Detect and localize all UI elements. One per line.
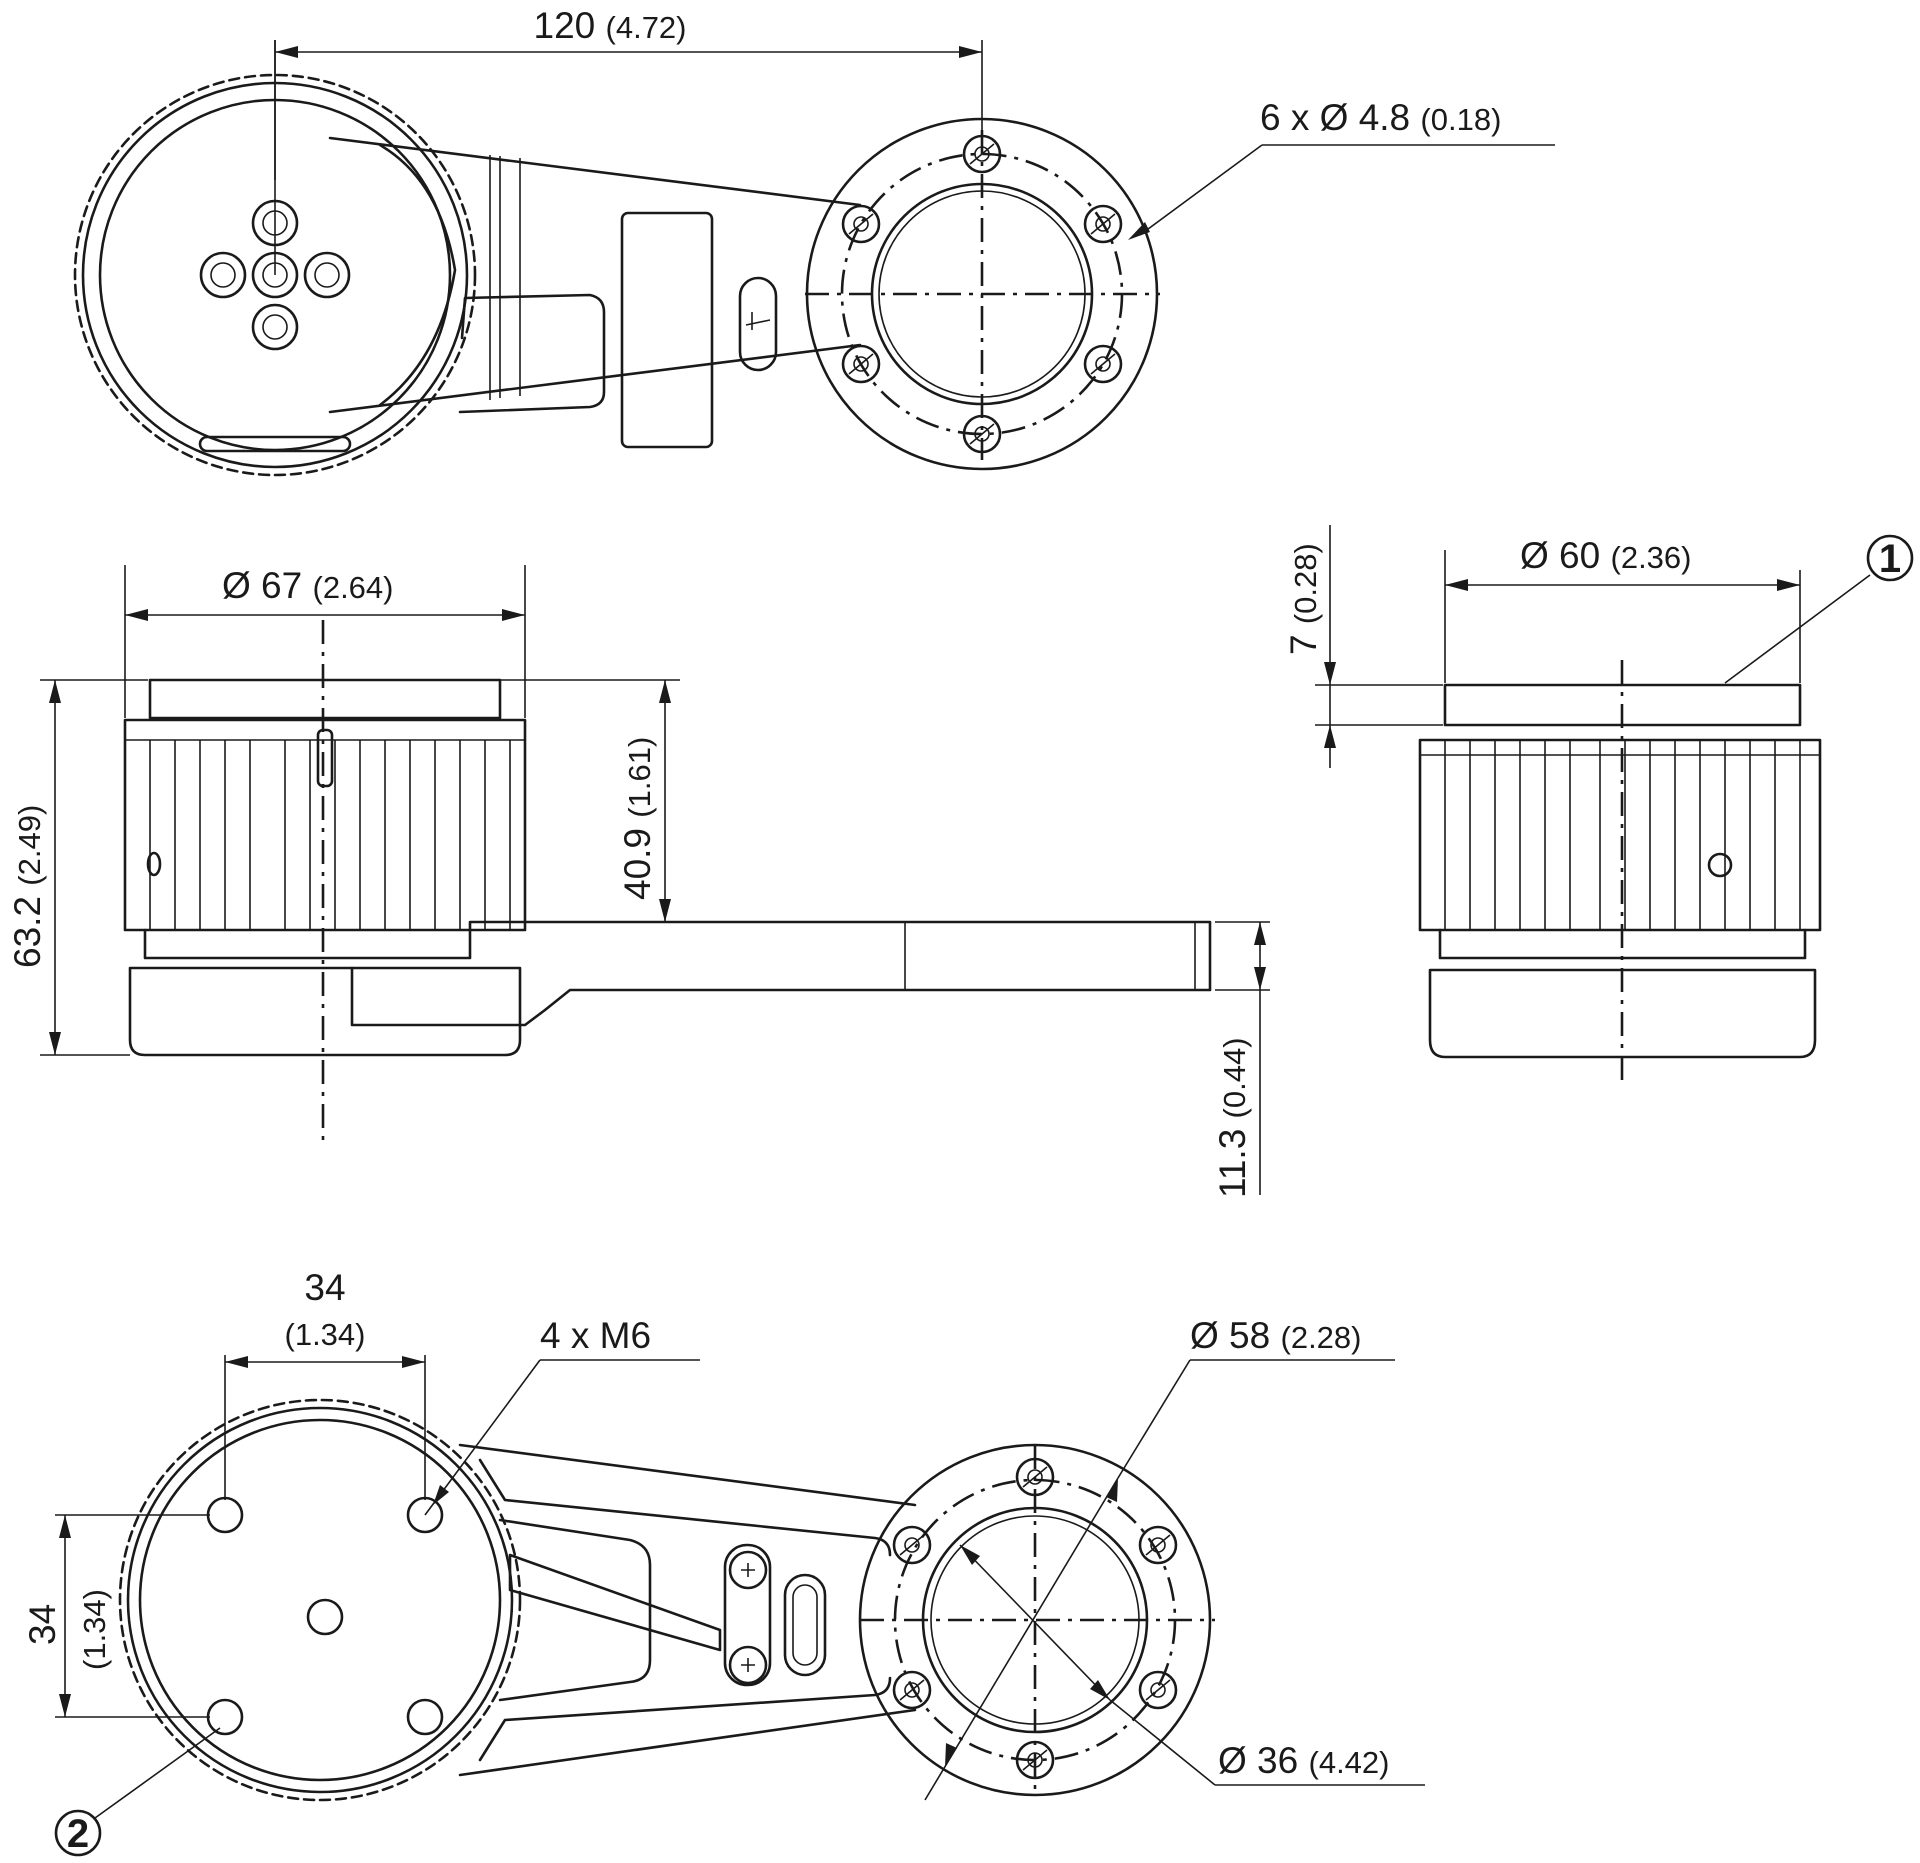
svg-text:63.2 (2.49): 63.2 (2.49) [7,805,48,968]
svg-text:11.3 (0.44): 11.3 (0.44) [1212,1037,1253,1198]
dim-11-value: 11.3 [1212,1129,1253,1198]
svg-text:120 (4.72): 120 (4.72) [534,5,687,46]
svg-text:40.9 (1.61): 40.9 (1.61) [617,737,658,900]
dimension-m6: 4 x M6 [424,1315,700,1516]
dimension-34-horizontal: 34 (1.34) [224,1267,426,1500]
svg-text:Ø 67 (2.64): Ø 67 (2.64) [222,565,393,606]
svg-text:Ø 58 (2.28): Ø 58 (2.28) [1190,1315,1361,1356]
dimension-holes-top: 6 x Ø 4.8 (0.18) [1128,97,1555,240]
svg-text:Ø 36 (4.42): Ø 36 (4.42) [1218,1740,1389,1781]
dimension-40: 40.9 (1.61) [500,679,680,922]
right-view [1418,660,1822,1085]
top-view [73,40,1160,477]
callout-1: 1 [1724,534,1914,684]
dimension-58: Ø 58 (2.28) [1117,1315,1395,1479]
svg-text:6 x Ø 4.8 (0.18): 6 x Ø 4.8 (0.18) [1260,97,1501,138]
dim-120-sub: (4.72) [606,10,687,45]
dimension-11: 11.3 (0.44) [1212,921,1270,1198]
side-view [123,620,1212,1140]
bottom-view [118,1398,1215,1802]
svg-text:Ø 60 (2.36): Ø 60 (2.36) [1520,535,1691,576]
callout-2-label: 2 [67,1812,89,1856]
callout-1-label: 1 [1879,537,1901,581]
dim-63-value: 63.2 [7,896,48,968]
dimension-36: Ø 36 (4.42) [1109,1699,1425,1786]
dim-58-value: Ø 58 [1190,1315,1270,1356]
dim-holes-sub: (0.18) [1420,102,1501,137]
dim-40-value: 40.9 [617,828,658,900]
callout-2: 2 [54,1727,221,1857]
dim-60-value: Ø 60 [1520,535,1600,576]
dim-34v-sub: (1.34) [77,1589,112,1670]
dim-34v-value: 34 [22,1604,63,1645]
dim-36-sub: (4.42) [1309,1745,1390,1780]
dim-67-value: Ø 67 [222,565,302,606]
dim-40-sub: (1.61) [622,737,657,818]
dim-holes-value: 6 x Ø 4.8 [1260,97,1410,138]
dimension-34-vertical: 34 (1.34) [22,1514,210,1718]
dim-34h-sub: (1.34) [285,1317,366,1352]
dimension-63: 63.2 (2.49) [7,679,148,1056]
dim-58-sub: (2.28) [1281,1320,1362,1355]
dim-60-sub: (2.36) [1611,540,1692,575]
dim-7-value: 7 [1283,634,1324,655]
dim-36-value: Ø 36 [1218,1740,1298,1781]
dimension-7: 7 (0.28) [1283,525,1443,768]
dim-120-value: 120 [534,5,596,46]
dim-67-sub: (2.64) [313,570,394,605]
dim-11-sub: (0.44) [1217,1037,1252,1118]
svg-text:7 (0.28): 7 (0.28) [1283,543,1324,655]
dim-34h-value: 34 [304,1267,345,1308]
dimension-60: Ø 60 (2.36) [1444,535,1801,683]
dimension-67: Ø 67 (2.64) [124,565,526,718]
dimension-120: 120 (4.72) [274,5,983,180]
dim-63-sub: (2.49) [12,805,47,886]
dim-7-sub: (0.28) [1288,543,1323,624]
dim-m6-value: 4 x M6 [540,1315,651,1356]
